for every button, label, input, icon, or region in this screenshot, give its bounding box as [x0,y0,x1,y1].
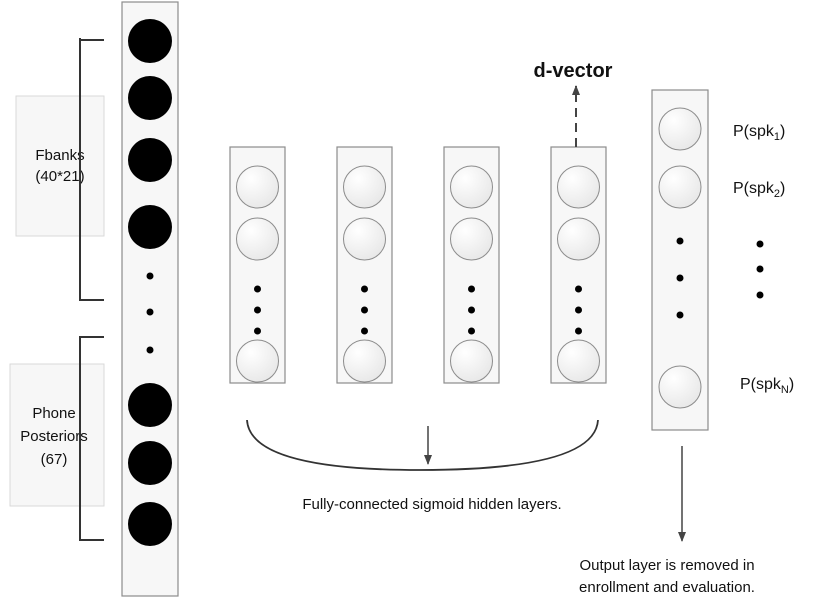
phone-label-line2: Posteriors [20,428,88,445]
fbanks-group: Fbanks (40*21) [15,38,105,301]
output-caption-line1: Output layer is removed in [579,557,754,574]
hidden-node [557,165,600,209]
hidden-ellipsis-dot [575,306,582,314]
output-label-subscript: 1 [774,131,780,143]
output-label-spkN: P(spkN) [740,376,794,396]
phone-posteriors-label-box [9,363,105,507]
hidden-ellipsis-dot [468,306,475,314]
output-ellipsis-dot [676,274,684,282]
output-node [658,107,702,151]
output-label-ellipsis-dot [756,291,764,299]
phone-label-line3: (67) [41,451,68,468]
output-node [658,165,702,209]
input-node [128,383,172,427]
input-ellipsis-dot [146,272,154,280]
output-label-ellipsis-dot [756,265,764,273]
hidden-ellipsis-dot [254,306,261,314]
output-node [658,365,702,409]
hidden-node [450,339,493,383]
input-node [128,19,172,63]
hidden-ellipsis-dot [254,327,261,335]
hidden-layers-brace [246,419,599,471]
hidden-node [236,165,279,209]
hidden-node [343,165,386,209]
hidden-ellipsis-dot [575,327,582,335]
input-ellipsis-dot [146,308,154,316]
output-caption-line2: enrollment and evaluation. [579,579,755,596]
hidden-layers-caption: Fully-connected sigmoid hidden layers. [302,496,561,513]
output-label-spk1: P(spk1) [733,123,785,143]
hidden-ellipsis-dot [361,285,368,293]
output-label-suffix: ) [780,180,785,197]
hidden-ellipsis-dot [468,285,475,293]
input-node [128,76,172,120]
hidden-node [557,339,600,383]
output-label-suffix: ) [789,376,794,393]
fbanks-label-line1: Fbanks [35,147,84,164]
hidden-node [343,217,386,261]
input-ellipsis-dot [146,346,154,354]
input-layer [121,1,179,597]
hidden-ellipsis-dot [575,285,582,293]
hidden-ellipsis-dot [361,306,368,314]
hidden-ellipsis-dot [468,327,475,335]
phone-bracket [79,336,104,541]
fbanks-bracket [79,38,104,301]
hidden-layer-2 [336,146,393,384]
input-node [128,502,172,546]
hidden-node [450,165,493,209]
output-ellipsis-dot [676,237,684,245]
hidden-node [450,217,493,261]
hidden-ellipsis-dot [254,285,261,293]
hidden-ellipsis-dot [361,327,368,335]
output-label-spk2: P(spk2) [733,180,785,200]
output-label-suffix: ) [780,123,785,140]
input-node [128,138,172,182]
hidden-layer-3 [443,146,500,384]
output-layer [651,89,709,431]
fbanks-label-box [15,95,105,237]
hidden-node [236,339,279,383]
dvector-label: d-vector [534,60,613,82]
hidden-layer-1 [229,146,286,384]
input-node [128,441,172,485]
input-node [128,205,172,249]
phone-posteriors-group: Phone Posteriors (67) [9,336,105,541]
output-ellipsis-dot [676,311,684,319]
output-label-ellipsis-dot [756,240,764,248]
phone-label-line1: Phone [32,405,75,422]
output-label-prefix: P(spk [733,123,775,140]
output-label-prefix: P(spk [733,180,775,197]
output-label-prefix: P(spk [740,376,782,393]
fbanks-label-line2: (40*21) [35,168,84,185]
hidden-node [557,217,600,261]
output-label-subscript: N [781,384,789,396]
hidden-layer-4 [550,146,607,384]
hidden-node [343,339,386,383]
hidden-node [236,217,279,261]
output-label-subscript: 2 [774,188,780,200]
